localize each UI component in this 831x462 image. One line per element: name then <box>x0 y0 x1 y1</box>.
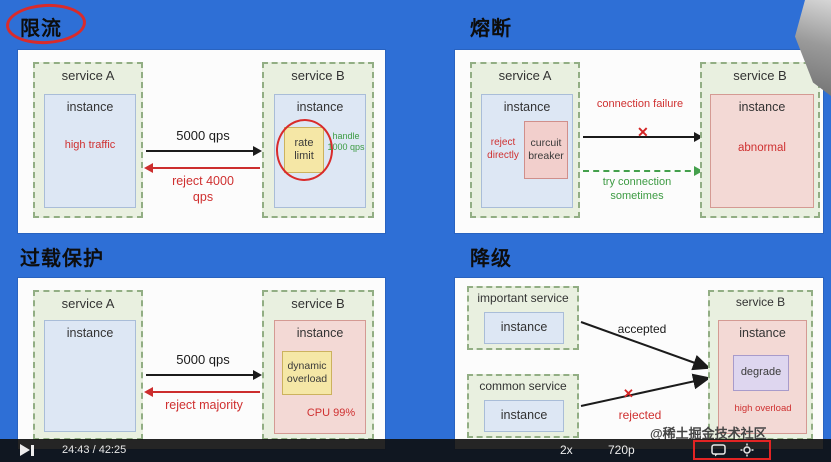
service-a-label: service A <box>61 296 115 311</box>
dynamic-overload-chip: dynamic overload <box>282 351 332 395</box>
annotation-circle-title-icon <box>5 1 87 47</box>
quality-button[interactable]: 720p <box>608 443 635 457</box>
settings-icon[interactable] <box>740 443 754 457</box>
instance-label: instance <box>66 100 114 114</box>
arrowhead-icon <box>253 370 262 380</box>
request-arrow <box>146 146 262 156</box>
instance-a-box: instance <box>44 320 136 432</box>
panel-overload-protect: service A instance 5000 qps reject major… <box>18 278 385 449</box>
request-arrow <box>146 370 262 380</box>
playback-speed-button[interactable]: 2x <box>560 443 573 457</box>
reject-directly-note: reject directly <box>487 137 519 161</box>
reject-arrow <box>144 387 260 397</box>
handle-note: handle 1000 qps <box>327 131 365 153</box>
time-display: 24:43 / 42:25 <box>62 444 127 456</box>
panel-circuit-break: service A instance reject directly curcu… <box>455 50 823 233</box>
qps-label: 5000 qps <box>176 128 230 143</box>
service-b-label: service B <box>735 295 786 309</box>
instance-label: instance <box>296 100 344 114</box>
instance-label: instance <box>296 326 344 340</box>
service-b-box: service B instance abnormal <box>700 62 820 218</box>
cpu-note: CPU 99% <box>306 407 356 419</box>
service-b-label: service B <box>733 68 787 83</box>
failure-x-mark: ✕ <box>637 124 649 140</box>
retry-label: try connection sometimes <box>602 176 672 202</box>
title-circuit-break: 熔断 <box>470 18 512 40</box>
instance-label: instance <box>738 100 786 114</box>
common-service-box: common service instance <box>467 374 579 438</box>
instance-label: instance <box>503 100 551 114</box>
rate-limit-chip: rate limit <box>284 127 324 173</box>
title-degrade: 降级 <box>470 248 512 270</box>
instance-important-box: instance <box>484 312 564 344</box>
panel-degrade: important service instance common servic… <box>455 278 823 449</box>
title-rate-limit: 限流 <box>20 18 62 40</box>
next-bar-icon <box>31 445 34 456</box>
qps-label: 5000 qps <box>176 352 230 367</box>
arrowhead-icon <box>253 146 262 156</box>
service-a-label: service A <box>498 68 552 83</box>
rejected-x-mark: ✕ <box>623 386 634 401</box>
reject-label: reject 4000 qps <box>172 174 234 204</box>
degrade-arrows <box>580 321 711 407</box>
arrowhead-icon <box>694 166 703 176</box>
service-b-label: service B <box>291 68 345 83</box>
arrowhead-icon <box>694 132 703 142</box>
instance-label: instance <box>500 408 548 422</box>
service-b-box: service B instance rate limit handle 100… <box>262 62 374 218</box>
high-overload-note: high overload <box>734 403 792 414</box>
important-service-box: important service instance <box>467 286 579 350</box>
circuit-breaker-chip: curcuit breaker <box>524 121 568 179</box>
instance-b-box: instance degrade high overload <box>718 320 807 434</box>
annotation-box-controls <box>693 440 771 460</box>
retry-arrow <box>583 166 703 176</box>
degrade-chip: degrade <box>733 355 789 391</box>
connection-arrow <box>583 132 703 142</box>
rejected-label: rejected <box>618 408 662 422</box>
service-a-label: service A <box>61 68 115 83</box>
watermark: @稀土掘金技术社区 <box>650 426 767 441</box>
abnormal-note: abnormal <box>738 142 786 154</box>
service-b-box: service B instance degrade high overload <box>708 290 813 440</box>
play-icon <box>20 444 30 456</box>
instance-b-box: instance rate limit handle 1000 qps <box>273 94 366 208</box>
service-a-box: service A instance high traffic <box>33 62 143 218</box>
title-overload-protect: 过载保护 <box>20 248 104 270</box>
connection-failure-label: connection failure <box>596 98 684 110</box>
accepted-label: accepted <box>617 322 667 336</box>
instance-b-box: instance dynamic overload CPU 99% <box>274 320 366 434</box>
service-a-box: service A instance reject directly curcu… <box>470 62 580 218</box>
danmaku-icon[interactable] <box>710 443 726 457</box>
high-traffic-note: high traffic <box>64 139 116 151</box>
arrowhead-icon <box>144 163 153 173</box>
instance-a-box: instance high traffic <box>44 94 136 208</box>
play-next-button[interactable] <box>20 444 38 457</box>
panel-rate-limit: service A instance high traffic 5000 qps… <box>18 50 385 233</box>
instance-label: instance <box>739 326 786 340</box>
reject-majority-label: reject majority <box>165 398 243 412</box>
service-b-label: service B <box>291 296 345 311</box>
reject-arrow <box>144 163 260 173</box>
service-a-box: service A instance <box>33 290 143 440</box>
important-service-label: important service <box>477 291 569 305</box>
instance-b-box: instance abnormal <box>710 94 814 208</box>
instance-label: instance <box>500 320 548 334</box>
instance-a-box: instance reject directly curcuit breaker <box>481 94 573 208</box>
player-control-bar: 24:43 / 42:25 2x 720p <box>0 439 831 462</box>
arrowhead-icon <box>144 387 153 397</box>
instance-label: instance <box>66 326 114 340</box>
common-service-label: common service <box>479 379 567 393</box>
instance-common-box: instance <box>484 400 564 432</box>
service-b-box: service B instance dynamic overload CPU … <box>262 290 374 440</box>
